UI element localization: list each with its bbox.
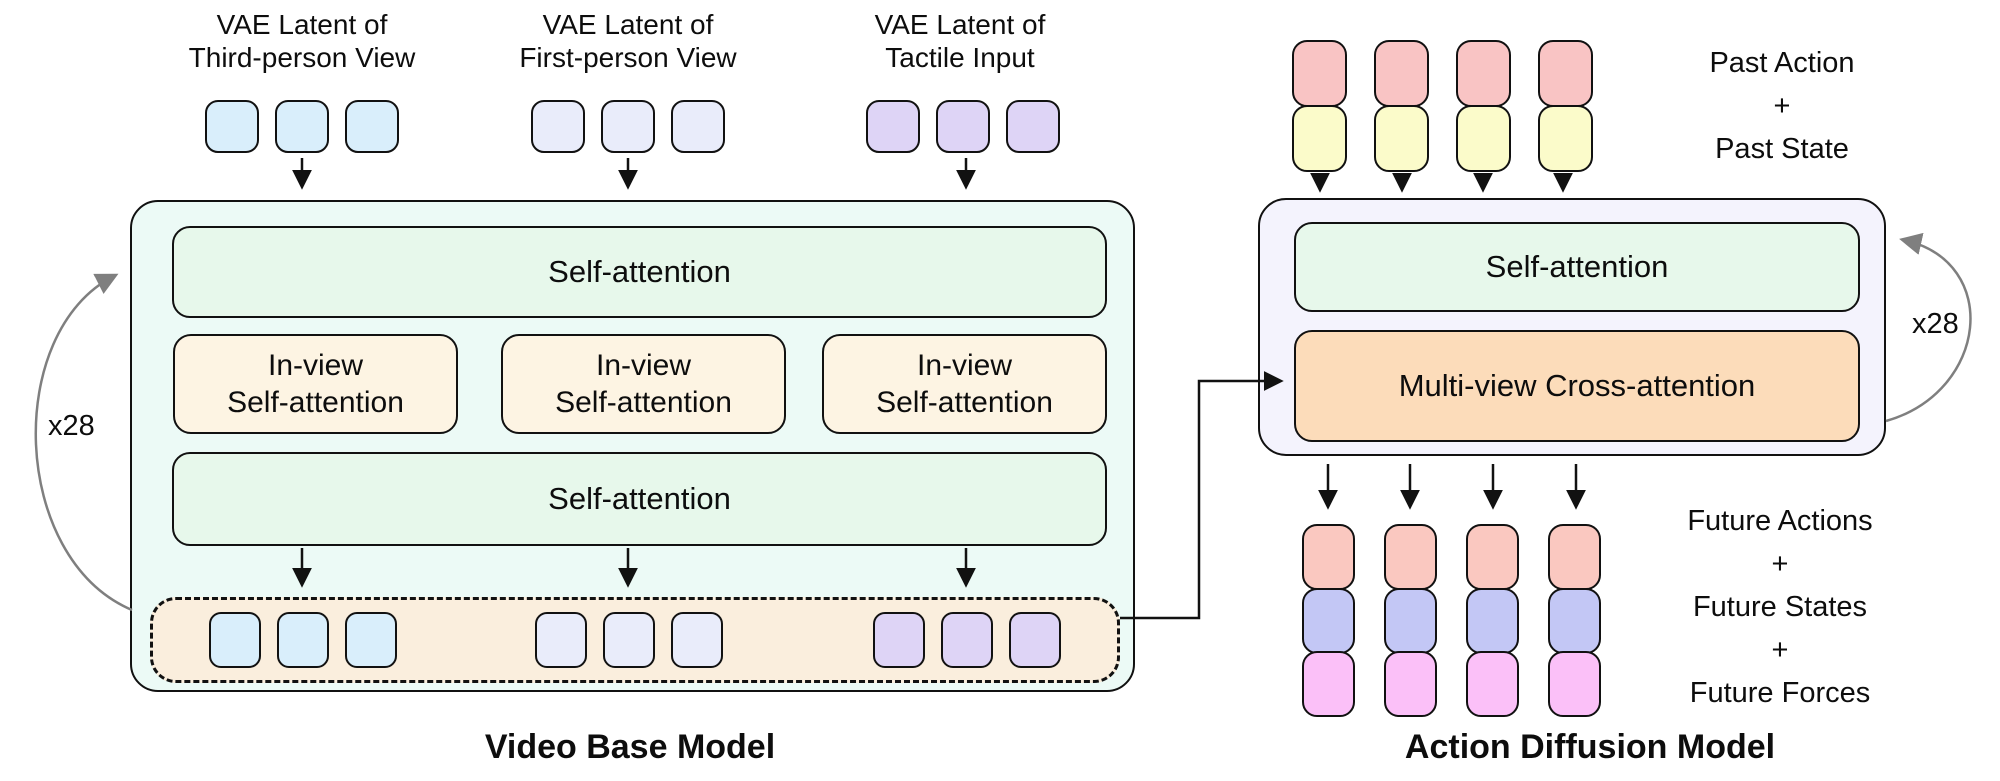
latent-collector-box bbox=[150, 597, 1120, 683]
future-action-token bbox=[1466, 524, 1519, 590]
first-person-latent-token bbox=[603, 612, 655, 668]
tactile-latent-token bbox=[873, 612, 925, 668]
future-action-token bbox=[1548, 524, 1601, 590]
third-person-latent-token bbox=[275, 100, 329, 153]
first-person-input-label: VAE Latent of First-person View bbox=[519, 9, 737, 73]
in-view-self-attention-label-3: In-view Self-attention bbox=[876, 349, 1053, 419]
action-diffusion-model-box: Self-attention Multi-view Cross-attentio… bbox=[1258, 198, 1886, 456]
past-state-token bbox=[1374, 104, 1429, 172]
first-person-latent-token bbox=[531, 100, 585, 153]
future-force-token bbox=[1384, 651, 1437, 717]
future-force-token bbox=[1466, 651, 1519, 717]
future-token-column bbox=[1548, 524, 1601, 717]
past-action-token bbox=[1538, 40, 1593, 107]
video-base-model-title: Video Base Model bbox=[484, 728, 776, 766]
video-model-loop-count: x28 bbox=[48, 410, 95, 442]
in-view-self-attention-block-3: In-view Self-attention bbox=[822, 334, 1107, 434]
future-token-column bbox=[1466, 524, 1519, 717]
third-person-latent-token bbox=[345, 100, 399, 153]
tactile-latent-token bbox=[1006, 100, 1060, 153]
third-person-latent-token bbox=[277, 612, 329, 668]
future-token-columns bbox=[1302, 524, 1601, 717]
adm-self-attention-block: Self-attention bbox=[1294, 222, 1860, 312]
multi-view-cross-attention-label: Multi-view Cross-attention bbox=[1398, 368, 1756, 403]
first-person-latent-token bbox=[601, 100, 655, 153]
collector-first-person-tokens bbox=[535, 612, 723, 668]
past-state-token bbox=[1538, 104, 1593, 172]
future-state-token bbox=[1384, 587, 1437, 654]
third-person-latent-token bbox=[205, 100, 259, 153]
past-action-token bbox=[1292, 40, 1347, 107]
past-state-token bbox=[1292, 104, 1347, 172]
future-outputs-label: Future Actions + Future States + Future … bbox=[1687, 505, 1873, 709]
self-attention-bottom-block: Self-attention bbox=[172, 452, 1107, 546]
future-token-column bbox=[1302, 524, 1355, 717]
tactile-latent-token bbox=[936, 100, 990, 153]
in-view-self-attention-block-2: In-view Self-attention bbox=[501, 334, 786, 434]
past-state-token bbox=[1456, 104, 1511, 172]
collector-third-person-tokens bbox=[209, 612, 397, 668]
past-inputs-label: Past Action + Past State bbox=[1709, 47, 1855, 165]
past-token-columns bbox=[1292, 40, 1593, 172]
future-state-token bbox=[1302, 587, 1355, 654]
latents-to-cross-attention-connector bbox=[1120, 371, 1284, 620]
in-view-self-attention-label-2: In-view Self-attention bbox=[555, 349, 732, 419]
tactile-latent-token bbox=[1009, 612, 1061, 668]
third-person-input-label: VAE Latent of Third-person View bbox=[188, 9, 416, 73]
past-token-column bbox=[1374, 40, 1429, 172]
self-attention-bottom-label: Self-attention bbox=[548, 481, 731, 516]
first-person-token-row bbox=[531, 100, 725, 153]
action-diffusion-model-title: Action Diffusion Model bbox=[1404, 728, 1776, 766]
future-action-token bbox=[1384, 524, 1437, 590]
tactile-input-label: VAE Latent of Tactile Input bbox=[874, 9, 1046, 73]
past-token-column bbox=[1456, 40, 1511, 172]
third-person-token-row bbox=[205, 100, 399, 153]
future-state-token bbox=[1548, 587, 1601, 654]
video-base-model-box: Self-attention In-view Self-attention In… bbox=[130, 200, 1135, 692]
past-token-column bbox=[1538, 40, 1593, 172]
collector-tactile-tokens bbox=[873, 612, 1061, 668]
future-force-token bbox=[1302, 651, 1355, 717]
self-attention-top-label: Self-attention bbox=[548, 254, 731, 289]
action-model-loop-count: x28 bbox=[1912, 308, 1959, 340]
first-person-latent-token bbox=[535, 612, 587, 668]
self-attention-top-block: Self-attention bbox=[172, 226, 1107, 318]
in-view-self-attention-label-1: In-view Self-attention bbox=[227, 349, 404, 419]
first-person-latent-token bbox=[671, 100, 725, 153]
future-token-column bbox=[1384, 524, 1437, 717]
tactile-latent-token bbox=[941, 612, 993, 668]
past-action-token bbox=[1374, 40, 1429, 107]
tactile-token-row bbox=[866, 100, 1060, 153]
video-model-loop-arrow-icon bbox=[34, 273, 133, 612]
first-person-latent-token bbox=[671, 612, 723, 668]
third-person-latent-token bbox=[209, 612, 261, 668]
past-action-token bbox=[1456, 40, 1511, 107]
future-force-token bbox=[1548, 651, 1601, 717]
third-person-latent-token bbox=[345, 612, 397, 668]
past-token-column bbox=[1292, 40, 1347, 172]
in-view-self-attention-block-1: In-view Self-attention bbox=[173, 334, 458, 434]
adm-self-attention-label: Self-attention bbox=[1485, 249, 1669, 284]
multi-view-cross-attention-block: Multi-view Cross-attention bbox=[1294, 330, 1860, 442]
future-action-token bbox=[1302, 524, 1355, 590]
future-state-token bbox=[1466, 587, 1519, 654]
tactile-latent-token bbox=[866, 100, 920, 153]
